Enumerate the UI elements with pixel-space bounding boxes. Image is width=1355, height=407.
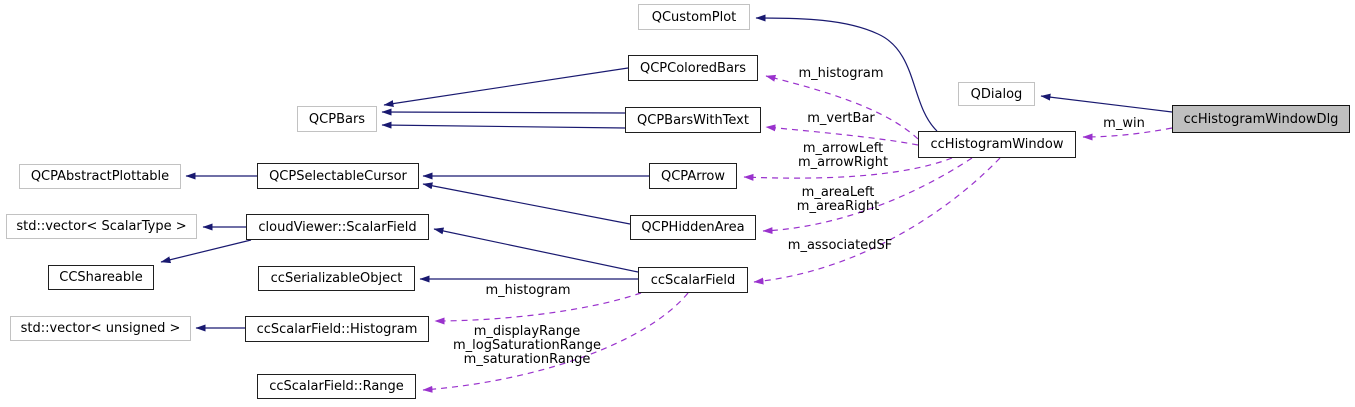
edge-label-m-arrows: m_arrowLeft m_arrowRight (798, 142, 888, 170)
edge-label-m-histogram-bottom: m_histogram (485, 283, 571, 298)
edge-m-vertbar (765, 124, 919, 146)
edge-label-line: m_arrowLeft (802, 141, 884, 156)
class-node-qcphiddenarea[interactable]: QCPHiddenArea (630, 215, 756, 240)
class-node-ccscalarfield-range[interactable]: ccScalarField::Range (257, 374, 416, 399)
edge-histogramwindow-to-qcustomplot (755, 14, 938, 132)
edge-label-line: m_areaLeft (801, 185, 875, 200)
edge-label-line: m_arrowRight (797, 155, 889, 170)
edge-label-m-ranges: m_displayRange m_logSaturationRange m_sa… (453, 325, 601, 367)
edge-label-line: m_areaRight (796, 199, 880, 214)
edge-m-histogram-bottom (434, 292, 642, 325)
class-node-ccshareable[interactable]: CCShareable (48, 265, 154, 290)
class-node-qdialog[interactable]: QDialog (958, 82, 1035, 106)
edge-scalarfield-to-ccshareable (160, 239, 252, 264)
edge-hiddenarea-to-selectablecursor (422, 182, 631, 225)
class-node-cchistogramwindow[interactable]: ccHistogramWindow (918, 131, 1076, 158)
class-node-cloudviewer-scalarfield[interactable]: cloudViewer::ScalarField (246, 214, 429, 240)
edge-label-line: m_logSaturationRange (453, 338, 601, 353)
class-node-qcpabstractplottable[interactable]: QCPAbstractPlottable (19, 164, 181, 189)
class-node-qcpbars[interactable]: QCPBars (297, 106, 377, 132)
edge-dlg-to-qdialog (1040, 93, 1173, 113)
edge-m-histogram-top (765, 74, 919, 140)
class-node-qcpbarswithtext[interactable]: QCPBarsWithText (625, 107, 761, 133)
edge-label-m-win: m_win (1103, 116, 1145, 131)
edge-coloredbars-to-qcpbars (383, 67, 629, 108)
edge-ccscalarfield-to-scalarfield (433, 227, 639, 273)
edge-barswithtext-to-qcpbars-2 (381, 121, 626, 129)
edge-label-m-areas: m_areaLeft m_areaRight (797, 186, 879, 214)
class-node-vector-unsigned[interactable]: std::vector< unsigned > (10, 316, 191, 341)
class-node-cchistogramwindowdlg[interactable]: ccHistogramWindowDlg (1172, 105, 1350, 133)
class-node-ccserializableobject[interactable]: ccSerializableObject (258, 266, 415, 291)
edge-m-areas (762, 157, 973, 235)
class-node-vector-scalartype[interactable]: std::vector< ScalarType > (6, 214, 197, 239)
class-node-ccscalarfield[interactable]: ccScalarField (638, 267, 748, 293)
edge-m-ranges (422, 292, 689, 393)
edge-m-win (1082, 127, 1173, 141)
class-node-ccscalarfield-histogram[interactable]: ccScalarField::Histogram (245, 316, 429, 342)
class-node-qcparrow[interactable]: QCPArrow (649, 163, 737, 189)
edge-label-m-associatedsf: m_associatedSF (787, 238, 893, 253)
edge-label-line: m_saturationRange (463, 352, 591, 367)
edge-label-line: m_displayRange (473, 324, 581, 339)
edge-barswithtext-to-qcpbars-1 (381, 108, 626, 116)
edge-label-m-histogram-top: m_histogram (798, 66, 884, 81)
edge-label-m-vertbar: m_vertBar (807, 111, 875, 126)
class-node-qcustomplot[interactable]: QCustomPlot (638, 4, 750, 30)
class-node-qcpcoloredbars[interactable]: QCPColoredBars (628, 55, 758, 81)
edge-m-associatedsf (753, 157, 1001, 285)
class-node-qcpselectablecursor[interactable]: QCPSelectableCursor (257, 163, 419, 189)
